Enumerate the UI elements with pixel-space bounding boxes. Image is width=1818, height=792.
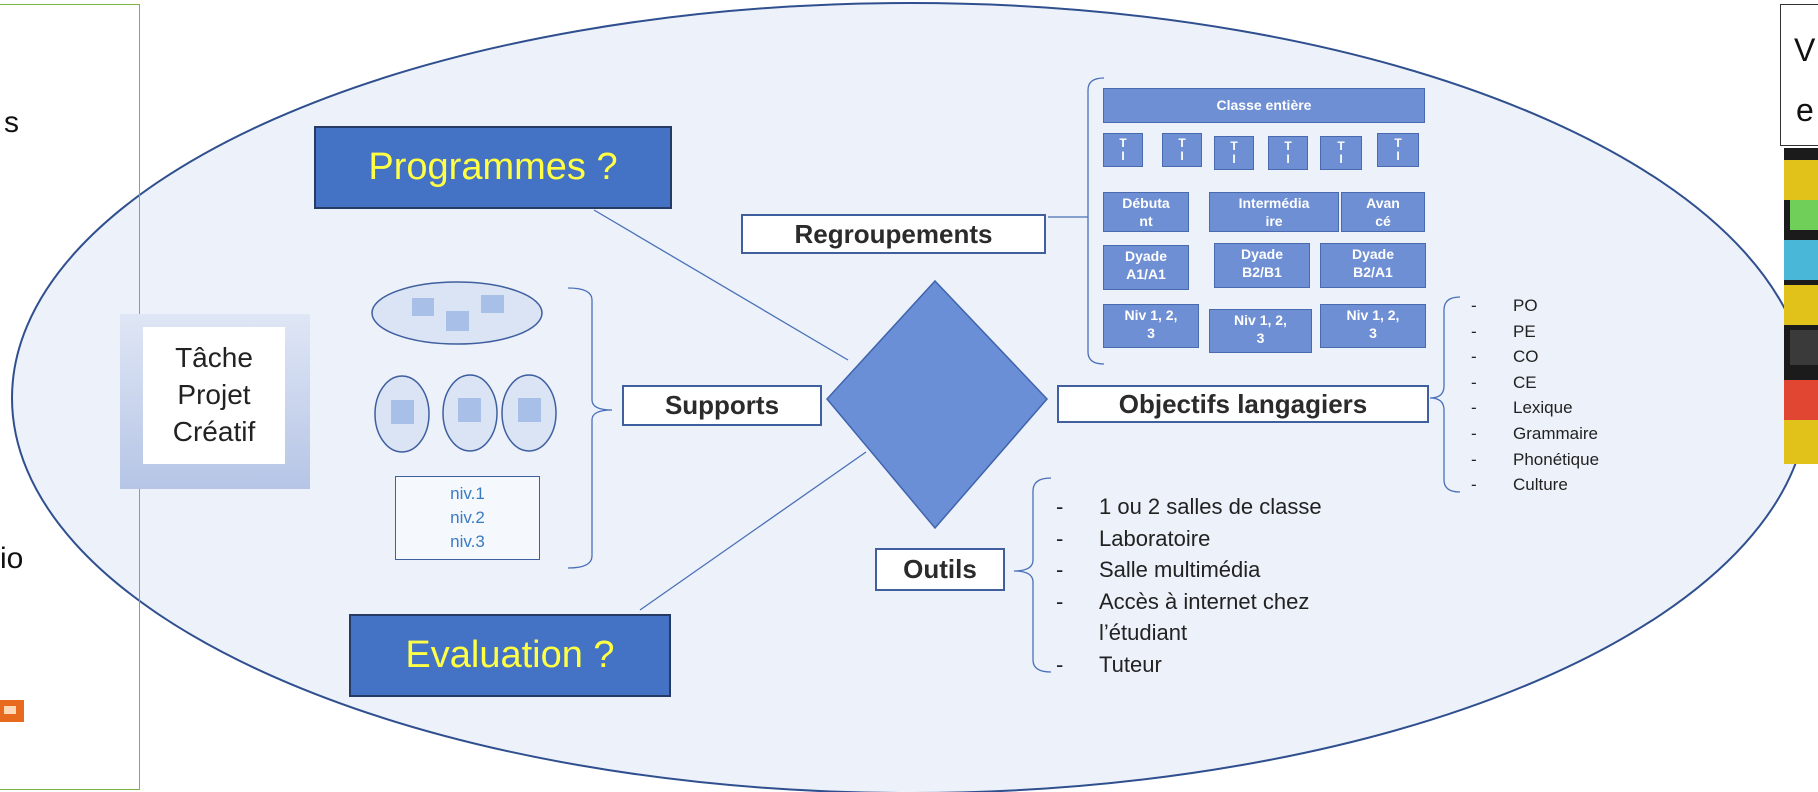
level-label: niv.1: [450, 484, 485, 504]
outil-item: 1 ou 2 salles de classe: [1056, 491, 1366, 523]
niv-group-box: Niv 1, 2,3: [1320, 304, 1426, 348]
regroupements-bracket: [1087, 77, 1105, 365]
tl-letter: T: [1178, 136, 1186, 150]
tl-letter: I: [1232, 151, 1236, 166]
evaluation-box: Evaluation ?: [349, 614, 671, 697]
objectif-item: Phonétique: [1471, 447, 1599, 473]
objectifs-list: PO PE CO CE Lexique Grammaire Phonétique…: [1471, 293, 1599, 498]
tl-letter: T: [1230, 139, 1238, 153]
connector-programmes: [593, 209, 849, 361]
niv-group-line: 3: [1256, 329, 1265, 346]
classe-entiere-box: Classe entière: [1103, 88, 1425, 123]
right-panel-fragment: V: [1794, 32, 1816, 68]
supports-label: Supports: [622, 385, 822, 426]
left-panel: [0, 4, 140, 790]
support-square: [481, 295, 504, 313]
support-square: [446, 311, 469, 331]
levels-box: niv.1 niv.2 niv.3: [395, 476, 540, 560]
support-square: [412, 298, 434, 316]
outil-item: Tuteur: [1056, 649, 1366, 681]
connector-evaluation: [639, 451, 867, 611]
objectif-item: PE: [1471, 319, 1599, 345]
support-square: [518, 398, 541, 422]
niv-group-box: Niv 1, 2,3: [1103, 304, 1199, 348]
left-panel-fragment: s: [4, 106, 19, 139]
tl-letter: I: [1121, 148, 1125, 163]
objectifs-bracket: [1429, 296, 1461, 493]
objectif-item: CO: [1471, 344, 1599, 370]
tl-letter: I: [1286, 151, 1290, 166]
support-square: [391, 400, 414, 424]
outil-item: Accès à internet chez l’étudiant: [1056, 586, 1366, 649]
central-diamond: [826, 279, 1049, 530]
tache-box: Tâche Projet Créatif: [143, 327, 285, 464]
outil-item: Salle multimédia: [1056, 554, 1366, 586]
left-panel-fragment: io: [0, 542, 24, 575]
support-square: [458, 398, 481, 422]
dyade-line: Dyade: [1124, 248, 1168, 264]
objectif-item: PO: [1471, 293, 1599, 319]
right-panel-fragment: e: [1796, 92, 1814, 128]
tl-letter: T: [1394, 136, 1402, 150]
objectif-item: Lexique: [1471, 395, 1599, 421]
outils-label: Outils: [875, 548, 1005, 591]
niv-group-box: Niv 1, 2,3: [1209, 309, 1312, 353]
tache-line: Créatif: [172, 415, 256, 447]
objectif-item: Grammaire: [1471, 421, 1599, 447]
dyade-line: B2/B1: [1242, 263, 1282, 280]
colorful-picture: [1784, 148, 1818, 464]
tl-letter: T: [1119, 136, 1127, 150]
level-label: niv.2: [450, 508, 485, 528]
dyade-line: Dyade: [1240, 246, 1284, 262]
niv-group-line: Niv 1, 2,: [1346, 307, 1400, 323]
orange-badge-mark: [4, 706, 16, 714]
dyade-line: A1/A1: [1126, 265, 1166, 282]
tache-line: Tâche: [175, 342, 253, 374]
niveau-line: ire: [1265, 212, 1283, 229]
level-label: niv.3: [450, 531, 485, 551]
niveau-line: Avan: [1366, 195, 1400, 211]
tl-letter: I: [1180, 148, 1184, 163]
right-panel: [1780, 4, 1818, 146]
dyade-line: Dyade: [1351, 246, 1395, 262]
objectif-item: Culture: [1471, 472, 1599, 498]
tache-line: Projet: [177, 379, 251, 411]
niv-group-line: Niv 1, 2,: [1234, 312, 1287, 328]
outils-bracket: [1013, 477, 1052, 673]
niv-group-line: Niv 1, 2,: [1124, 307, 1178, 323]
tl-letter: T: [1284, 139, 1292, 153]
outil-item: Laboratoire: [1056, 523, 1366, 555]
niveau-line: Débuta: [1122, 195, 1170, 211]
niv-group-line: 3: [1147, 324, 1155, 341]
niveau-line: cé: [1375, 212, 1391, 229]
niveau-line: nt: [1139, 212, 1153, 229]
objectif-item: CE: [1471, 370, 1599, 396]
supports-bracket: [567, 287, 613, 569]
regroupements-label: Regroupements: [741, 214, 1046, 254]
niveau-line: Intermédia: [1238, 195, 1310, 211]
programmes-box: Programmes ?: [314, 126, 672, 209]
objectifs-label: Objectifs langagiers: [1057, 385, 1429, 423]
tl-letter: T: [1337, 139, 1345, 153]
dyade-line: B2/A1: [1353, 263, 1393, 280]
outils-list: 1 ou 2 salles de classe Laboratoire Sall…: [1056, 491, 1366, 680]
tl-letter: I: [1339, 151, 1343, 166]
tl-letter: I: [1396, 148, 1400, 163]
niv-group-line: 3: [1369, 324, 1377, 341]
